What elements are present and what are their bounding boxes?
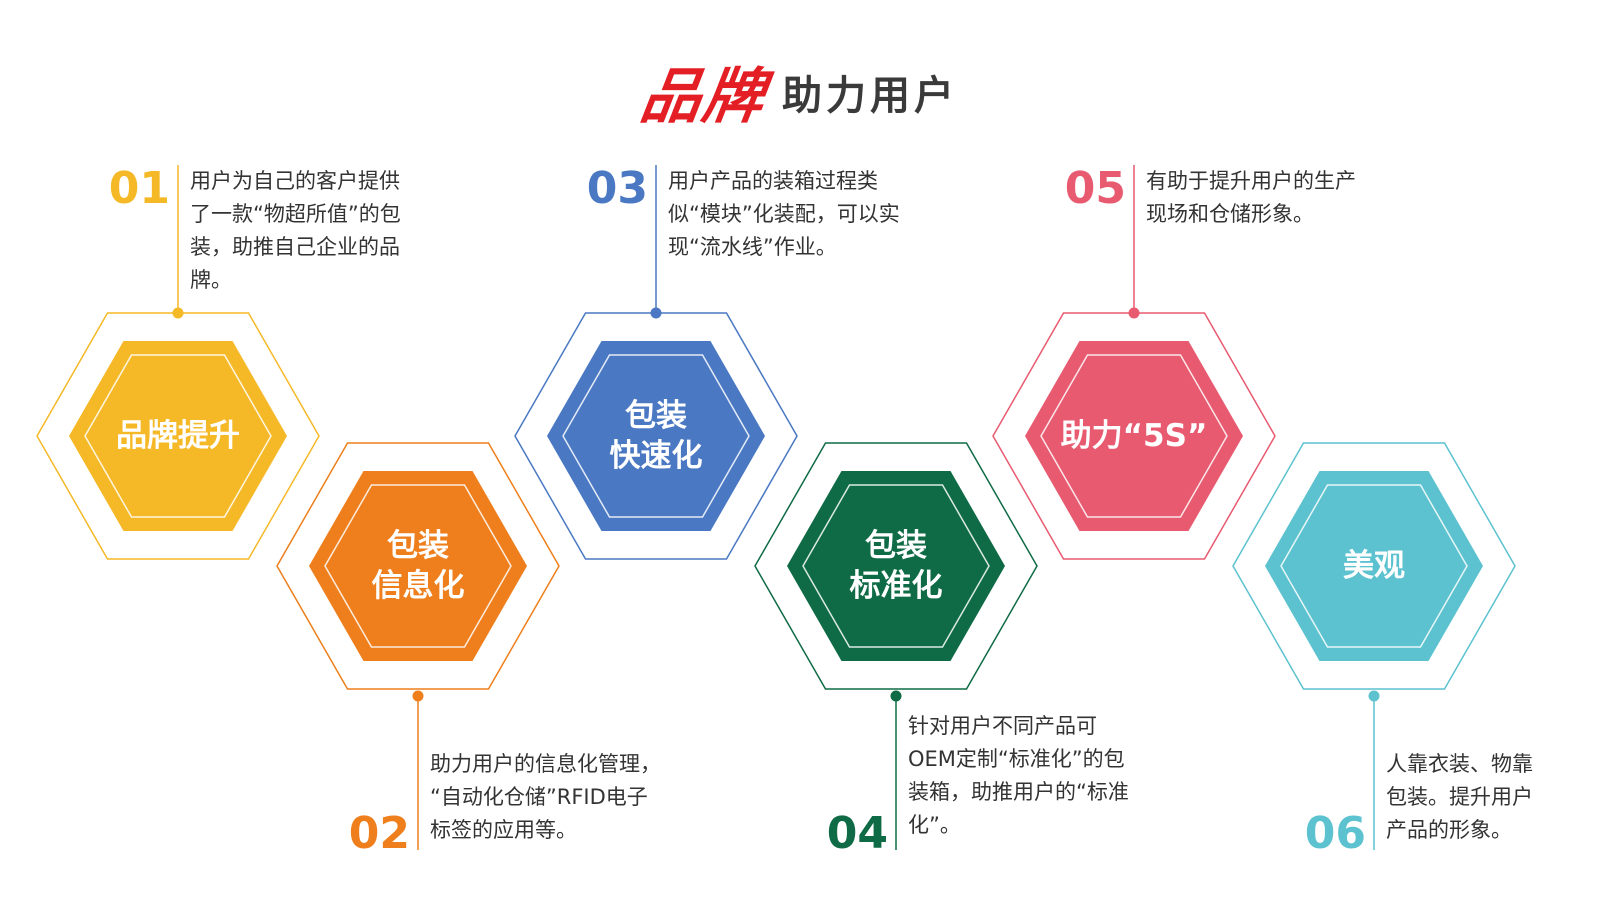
hexagon-label-line: 包装 bbox=[387, 528, 449, 564]
outer-hexagon-02 bbox=[276, 442, 560, 690]
description-line: 用户为自己的客户提供 bbox=[190, 169, 400, 193]
filled-hexagon-03 bbox=[547, 341, 765, 531]
hexagon-label-line: 快速化 bbox=[609, 438, 703, 474]
connector-dot-04 bbox=[890, 690, 902, 702]
step-description-02: 助力用户的信息化管理， “自动化仓储”RFID电子标签的应用等。 bbox=[430, 748, 661, 847]
description-line: 人靠衣装、物靠 bbox=[1386, 752, 1533, 776]
outer-hexagon-05 bbox=[992, 312, 1276, 560]
hexagon-label-05: 助力“5S” bbox=[1034, 416, 1234, 456]
step-number-02: 02 bbox=[348, 808, 410, 859]
filled-hexagon-05 bbox=[1025, 341, 1243, 531]
inner-hexagon-04 bbox=[802, 484, 990, 648]
description-line: 牌。 bbox=[190, 268, 232, 292]
description-line: 了一款“物超所值”的包 bbox=[190, 202, 401, 226]
hexagon-label-line: 信息化 bbox=[371, 568, 465, 604]
hexagon-label-03: 包装快速化 bbox=[556, 396, 756, 476]
connector-dot-03 bbox=[650, 307, 662, 319]
hexagon-label-line: 助力“5S” bbox=[1060, 418, 1208, 454]
description-line: 有助于提升用户的生产 bbox=[1146, 169, 1356, 193]
filled-hexagon-02 bbox=[309, 471, 527, 661]
description-line: 包装。提升用户 bbox=[1386, 785, 1533, 809]
description-line: OEM定制“标准化”的包 bbox=[908, 747, 1125, 771]
connector-dot-02 bbox=[412, 690, 424, 702]
inner-hexagon-02 bbox=[324, 484, 512, 648]
hexagon-label-line: 美观 bbox=[1343, 548, 1405, 584]
description-line: 针对用户不同产品可 bbox=[908, 714, 1097, 738]
step-number-03: 03 bbox=[586, 163, 648, 214]
connector-dot-01 bbox=[172, 307, 184, 319]
hexagon-label-01: 品牌提升 bbox=[78, 416, 278, 456]
step-description-03: 用户产品的装箱过程类似“模块”化装配，可以实现“流水线”作业。 bbox=[668, 165, 900, 264]
step-description-04: 针对用户不同产品可 OEM定制“标准化”的包装箱，助推用户的“标准化”。 bbox=[908, 710, 1129, 842]
description-line: 装，助推自己企业的品 bbox=[190, 235, 400, 259]
description-line: “自动化仓储”RFID电子 bbox=[430, 785, 648, 809]
step-number-06: 06 bbox=[1304, 808, 1366, 859]
hexagon-label-06: 美观 bbox=[1274, 546, 1474, 586]
description-line: 助力用户的信息化管理， bbox=[430, 752, 661, 776]
description-line: 用户产品的装箱过程类 bbox=[668, 169, 878, 193]
outer-hexagon-06 bbox=[1232, 442, 1516, 690]
outer-hexagon-04 bbox=[754, 442, 1038, 690]
filled-hexagon-06 bbox=[1265, 471, 1483, 661]
hexagon-label-line: 品牌提升 bbox=[116, 418, 240, 454]
step-number-05: 05 bbox=[1064, 163, 1126, 214]
description-line: 装箱，助推用户的“标准 bbox=[908, 780, 1129, 804]
hexagon-label-line: 包装 bbox=[625, 398, 687, 434]
description-line: 现“流水线”作业。 bbox=[668, 235, 837, 259]
inner-hexagon-01 bbox=[84, 354, 272, 518]
description-line: 产品的形象。 bbox=[1386, 818, 1512, 842]
description-line: 化”。 bbox=[908, 813, 961, 837]
inner-hexagon-05 bbox=[1040, 354, 1228, 518]
description-line: 标签的应用等。 bbox=[430, 818, 577, 842]
connector-dot-06 bbox=[1368, 690, 1380, 702]
step-number-04: 04 bbox=[826, 808, 888, 859]
description-line: 现场和仓储形象。 bbox=[1146, 202, 1314, 226]
filled-hexagon-01 bbox=[69, 341, 287, 531]
outer-hexagon-01 bbox=[36, 312, 320, 560]
step-description-05: 有助于提升用户的生产现场和仓储形象。 bbox=[1146, 165, 1356, 231]
inner-hexagon-03 bbox=[562, 354, 750, 518]
connector-dot-05 bbox=[1128, 307, 1140, 319]
title-rest: 助力用户 bbox=[782, 72, 958, 119]
hexagon-label-line: 标准化 bbox=[849, 568, 943, 604]
hexagon-label-line: 包装 bbox=[865, 528, 927, 564]
outer-hexagon-03 bbox=[514, 312, 798, 560]
step-description-06: 人靠衣装、物靠包装。提升用户产品的形象。 bbox=[1386, 748, 1533, 847]
description-line: 似“模块”化装配，可以实 bbox=[668, 202, 900, 226]
step-number-01: 01 bbox=[108, 163, 170, 214]
hexagon-label-04: 包装标准化 bbox=[796, 526, 996, 606]
step-description-01: 用户为自己的客户提供了一款“物超所值”的包装，助推自己企业的品牌。 bbox=[190, 165, 401, 297]
hexagon-label-02: 包装信息化 bbox=[318, 526, 518, 606]
page-title: 品牌助力用户 bbox=[0, 48, 1600, 135]
inner-hexagon-06 bbox=[1280, 484, 1468, 648]
filled-hexagon-04 bbox=[787, 471, 1005, 661]
